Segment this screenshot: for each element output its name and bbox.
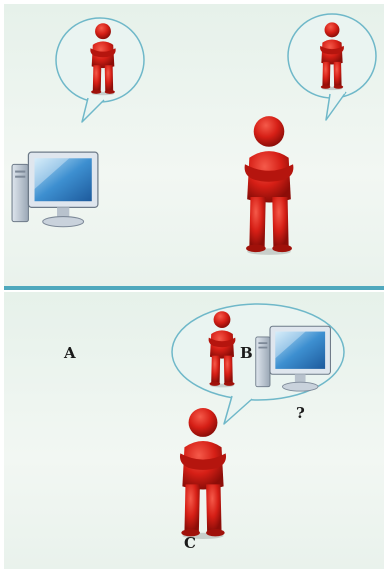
computer-icon [10, 150, 102, 232]
bottom-panel: A B ? C [4, 292, 384, 569]
question-mark: ? [296, 404, 305, 422]
person-figure-icon [204, 310, 240, 388]
computer-icon [254, 324, 334, 396]
top-panel [4, 4, 384, 287]
person-figure-icon [234, 114, 304, 256]
label-c: C [184, 534, 196, 552]
label-b: B [240, 344, 253, 362]
person-figure-icon [316, 20, 348, 92]
person-figure-icon [170, 406, 236, 540]
label-a: A [64, 344, 76, 362]
panel-divider [4, 286, 384, 290]
person-figure-icon [86, 22, 120, 96]
